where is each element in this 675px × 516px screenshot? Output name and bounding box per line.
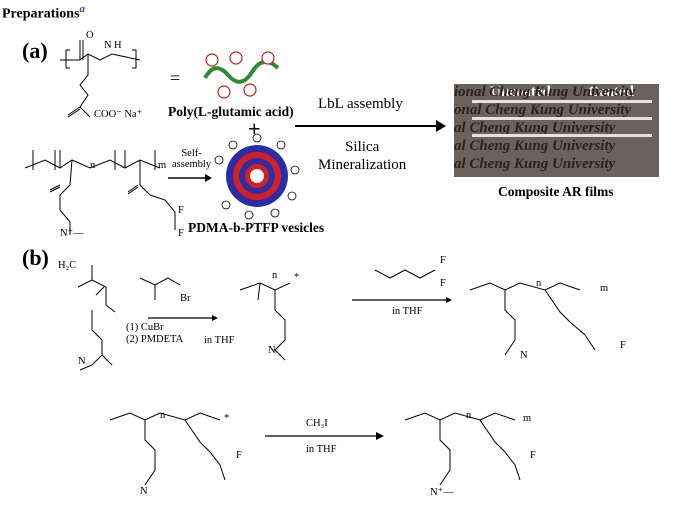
film-photo: Uncoated Coated ional Cheng Kung Univers…	[454, 84, 659, 177]
step2-solvent: in THF	[392, 306, 423, 317]
step2-arrow-head	[446, 297, 452, 303]
pga-coona: COO⁻ Na⁺	[94, 109, 143, 120]
block-f2: F	[178, 228, 184, 239]
photo-line-2: onal Cheng Kung University	[454, 102, 632, 118]
initiator-br: Br	[180, 293, 191, 304]
block-n: n	[90, 160, 96, 171]
photo-strip-3	[472, 134, 652, 137]
silica-line2: Mineralization	[318, 157, 407, 173]
vesicle-icon	[226, 145, 288, 207]
product3-f: F	[530, 450, 536, 461]
tfp-f2: F	[440, 278, 446, 289]
step3-arrow-head	[376, 432, 384, 440]
product1-m: m	[600, 283, 609, 294]
pdma-n-atom: N	[268, 345, 276, 356]
silica-label: Silica Mineralization	[318, 138, 406, 174]
title-text: Preparations	[2, 6, 80, 22]
block-f1: F	[178, 205, 184, 216]
vesicle-name: PDMA-b-PTFP vesicles	[188, 220, 325, 235]
block-m: m	[158, 160, 167, 171]
silica-line1: Silica	[345, 139, 380, 155]
lbl-arrow-head	[436, 120, 446, 132]
methylation-reagent: CH₃I	[306, 418, 328, 429]
panel-b-structures	[77, 265, 596, 486]
product2-n: n	[160, 410, 166, 421]
block-ammonium: N⁺—	[60, 228, 84, 239]
product3-ammonium: N⁺—	[430, 487, 454, 498]
photo-uncoated: Uncoated	[490, 84, 551, 100]
product2-star: *	[224, 413, 230, 424]
pga-nh-h: H	[114, 40, 122, 51]
product1-n-atom: N	[520, 350, 528, 361]
monomer-h2c: H₂C	[58, 260, 77, 271]
self-assembly-label: Self- assembly	[172, 148, 211, 170]
step3-solvent: in THF	[306, 444, 337, 455]
monomer-n: N	[78, 356, 86, 367]
pga-nh-n: N	[104, 40, 112, 51]
photo-line-4: al Cheng Kung University	[454, 138, 616, 154]
photo-strip-1	[472, 100, 652, 103]
self-assembly-line2: assembly	[172, 159, 212, 170]
plus-sign: +	[248, 116, 261, 141]
photo-line-3: al Cheng Kung University	[454, 120, 616, 136]
photo-line-1: ional Cheng Kung University	[454, 84, 636, 100]
step1-arrow-head	[212, 315, 218, 321]
negative-charge-icons	[205, 51, 275, 99]
positive-charge-icons	[214, 133, 300, 220]
step1-reagents: (1) CuBr (2) PMDETA	[126, 322, 183, 346]
tfp-f1: F	[440, 255, 446, 266]
pdma-star: *	[294, 272, 300, 283]
film-name: Composite AR films	[498, 184, 614, 199]
self-assembly-line1: Self-	[181, 148, 202, 159]
panel-a-label: (a)	[22, 38, 48, 63]
reagent-pmdeta: (2) PMDETA	[126, 334, 184, 345]
photo-coated: Coated	[588, 84, 634, 100]
reagent-cubr: (1) CuBr	[126, 322, 164, 333]
title-superscript: a	[79, 3, 86, 15]
photo-line-5: al Cheng Kung University	[454, 156, 616, 172]
product3-m: m	[523, 413, 532, 424]
pga-name: Poly(L-glutamic acid)	[168, 104, 294, 119]
figure-title: Preparationsa	[2, 3, 85, 23]
panel-b-label: (b)	[22, 245, 49, 270]
pdma-n: n	[272, 270, 278, 281]
self-assembly-arrow-head	[205, 174, 212, 182]
equals-sign: =	[170, 68, 181, 88]
product2-f: F	[236, 450, 242, 461]
product1-f: F	[620, 340, 626, 351]
product1-n: n	[536, 278, 542, 289]
lbl-label: LbL assembly	[318, 96, 403, 112]
photo-strip-2	[472, 117, 652, 120]
product2-n-atom: N	[140, 486, 148, 497]
product3-n: n	[466, 410, 472, 421]
pga-oxygen: O	[86, 30, 94, 41]
step1-solvent: in THF	[204, 335, 235, 346]
